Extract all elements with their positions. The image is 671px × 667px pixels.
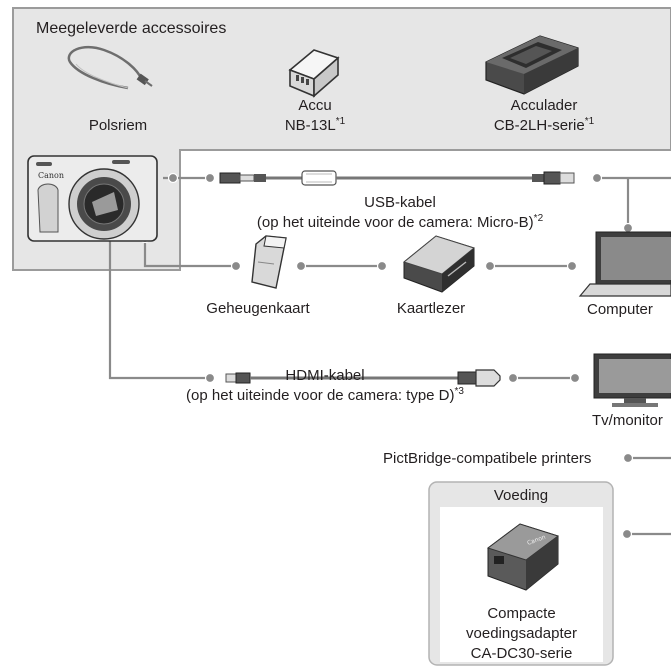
usb-cable-note: *2 [533, 213, 544, 224]
charger-note: *1 [584, 116, 595, 127]
card-reader-icon [402, 235, 476, 293]
power-adapter-line3: CA-DC30-serie [470, 645, 573, 662]
hdmi-cable-note: *3 [454, 386, 464, 397]
usb-cable-name: USB-kabel [364, 194, 436, 211]
hdmi-cable-detail-line: (op het uiteinde voor de camera: type D)… [160, 386, 490, 406]
battery-note: *1 [335, 116, 346, 127]
power-adapter-icon: Canon [486, 523, 560, 591]
printers-label: PictBridge-compatibele printers [383, 450, 592, 467]
charger-model: CB-2LH-serie [493, 117, 585, 134]
wrist-strap-icon [67, 45, 153, 90]
battery-name: Accu [298, 97, 332, 114]
tv-monitor-label: Tv/monitor [592, 412, 663, 429]
hdmi-cable-detail: (op het uiteinde voor de camera: type D) [186, 387, 455, 404]
charger-label: Acculader CB-2LH-serie*1 [474, 96, 614, 136]
laptop-icon [578, 231, 671, 297]
memory-card-icon [251, 235, 287, 289]
tv-monitor-icon [593, 353, 671, 407]
usb-cable-detail-line: (op het uiteinde voor de camera: Micro-B… [195, 213, 605, 233]
usb-cable-label: USB-kabel (op het uiteinde voor de camer… [195, 193, 605, 233]
power-adapter-label: Compacte voedingsadapter CA-DC30-serie [440, 604, 603, 664]
memory-card-label: Geheugenkaart [206, 300, 310, 317]
battery-model-line: NB-13L*1 [250, 116, 380, 136]
charger-name: Acculader [510, 97, 578, 114]
usb-cable-detail: (op het uiteinde voor de camera: Micro-B… [256, 214, 534, 231]
power-box-title: Voeding [493, 487, 549, 504]
hdmi-cable-name: HDMI-kabel [285, 367, 365, 384]
accessories-title: Meegeleverde accessoires [36, 20, 227, 37]
power-adapter-line1: Compacte [487, 605, 556, 622]
hdmi-cable-label: HDMI-kabel (op het uiteinde voor de came… [160, 366, 490, 406]
hdmi-cable-icon [225, 369, 501, 387]
usb-cable-icon [219, 170, 575, 186]
wrist-strap-label: Polsriem [88, 117, 148, 134]
charger-model-line: CB-2LH-serie*1 [474, 116, 614, 136]
computer-label: Computer [587, 301, 653, 318]
connection-lines [108, 176, 671, 536]
camera-icon: Canon [27, 155, 158, 242]
card-reader-label: Kaartlezer [396, 300, 466, 317]
power-adapter-line2: voedingsadapter [466, 625, 577, 642]
battery-icon [288, 49, 340, 98]
battery-model: NB-13L [284, 117, 336, 134]
battery-label: Accu NB-13L*1 [250, 96, 380, 136]
battery-charger-icon [485, 35, 579, 95]
svg-text:Canon: Canon [38, 171, 64, 180]
